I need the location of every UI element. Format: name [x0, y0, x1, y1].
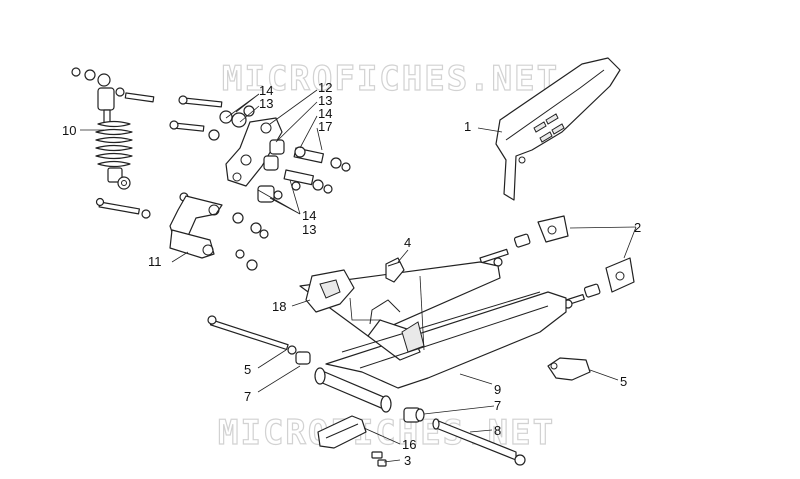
leader-14b	[299, 115, 318, 149]
leader-3	[383, 459, 401, 463]
sensor-cover	[305, 269, 355, 313]
callout-7-b: 7	[494, 398, 501, 413]
callout-14-b: 14	[318, 106, 332, 121]
callout-14-a: 14	[259, 83, 273, 98]
callout-8: 8	[494, 423, 501, 438]
cable-guide	[547, 357, 591, 381]
callout-4: 4	[404, 235, 411, 250]
leader-17	[316, 127, 323, 151]
leader-8	[469, 429, 493, 433]
leader-5a	[257, 349, 287, 369]
linkage-dogbone	[95, 192, 269, 271]
callout-16: 16	[402, 437, 416, 452]
leader-16	[363, 427, 401, 445]
swingarm	[299, 261, 567, 413]
leader-1	[477, 127, 503, 133]
callout-11: 11	[148, 254, 162, 269]
linkage-upper-hardware	[169, 95, 351, 203]
leader-18	[291, 299, 311, 307]
leader-11	[171, 251, 189, 263]
pivot-sleeve	[432, 418, 526, 466]
leader-7a	[257, 365, 301, 393]
callout-13-a: 13	[259, 96, 273, 111]
callout-17: 17	[318, 119, 332, 134]
chain-guard	[495, 57, 621, 201]
callout-5-b: 5	[620, 374, 627, 389]
leader-4	[397, 249, 409, 263]
leader-2	[569, 226, 637, 259]
callout-1: 1	[464, 119, 471, 134]
leader-14c	[257, 179, 301, 215]
leader-12	[269, 89, 318, 125]
leader-13b	[275, 101, 318, 143]
leader-5b	[589, 369, 619, 381]
shock-absorber	[71, 67, 155, 190]
callout-10: 10	[62, 123, 76, 138]
callout-5-a: 5	[244, 362, 251, 377]
chain-adjusters	[479, 215, 635, 309]
leader-7b	[423, 405, 495, 415]
hose-clip	[385, 257, 405, 283]
callout-2: 2	[634, 220, 641, 235]
pivot-bolt	[207, 315, 297, 355]
callout-12: 12	[318, 80, 332, 95]
leader-9	[459, 373, 493, 385]
leader-13a	[239, 105, 260, 123]
leader-4b	[419, 275, 425, 351]
watermark-top: MICROFICHES.NET	[222, 59, 559, 99]
callout-3: 3	[404, 453, 411, 468]
chain-slider	[317, 415, 387, 467]
callout-13-b: 13	[318, 93, 332, 108]
leader-18b	[349, 297, 380, 321]
callout-18: 18	[272, 299, 286, 314]
pivot-bushings	[295, 351, 425, 423]
callout-13-c: 13	[302, 222, 316, 237]
callout-7-a: 7	[244, 389, 251, 404]
leader-14a	[225, 93, 260, 119]
callout-14-c: 14	[302, 208, 316, 223]
callout-9: 9	[494, 382, 501, 397]
